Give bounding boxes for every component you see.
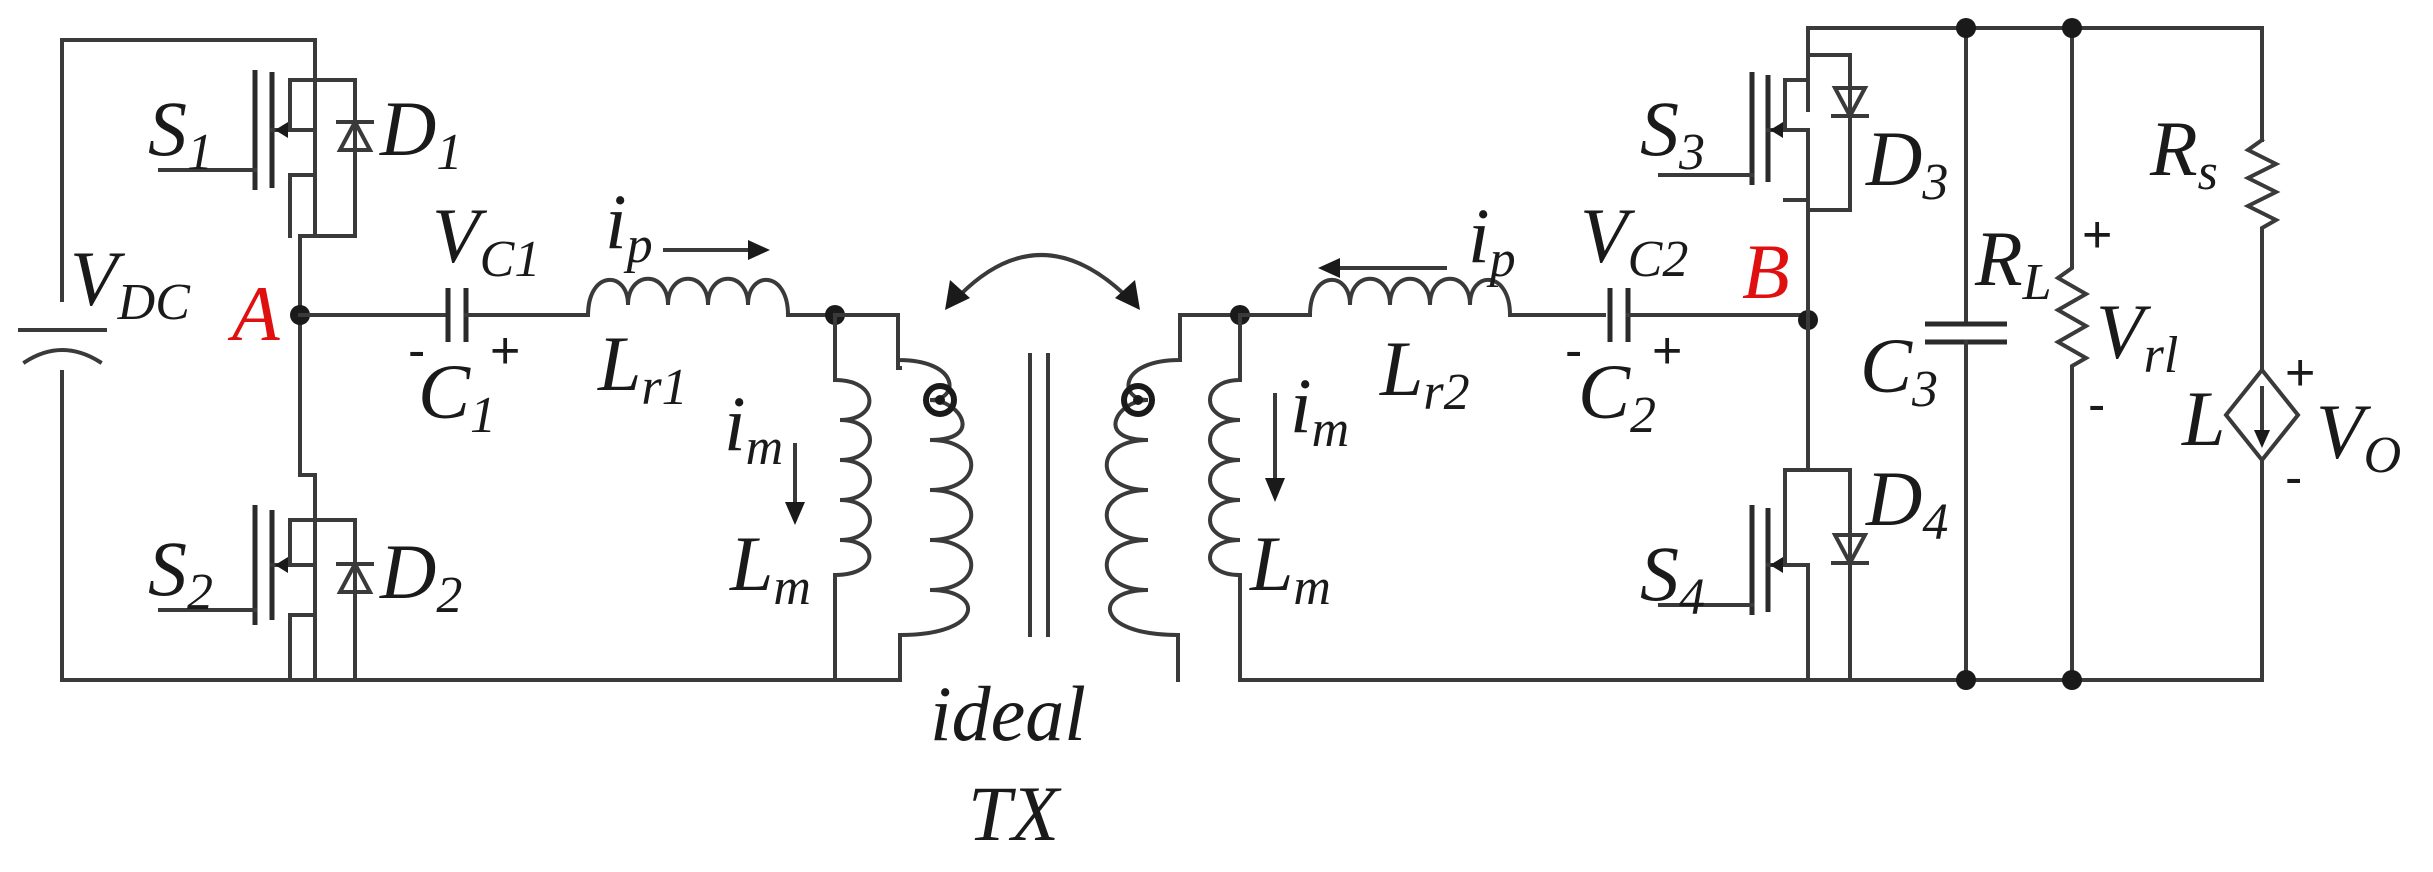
ip-right-label: ip (1468, 192, 1516, 288)
inductor-lr1 (585, 276, 837, 318)
c3-label: C3 (1860, 322, 1938, 418)
resistor-rl (2053, 18, 2091, 690)
capacitor-c3 (1925, 18, 2007, 690)
rl-label: RL (1974, 215, 2052, 311)
node-b-label: B (1742, 228, 1790, 315)
vdc-label: VDC (70, 235, 191, 331)
resistor-rs (2243, 137, 2281, 372)
s3-label: S3 (1640, 85, 1705, 181)
tx-label-tx: TX (968, 770, 1062, 857)
primary-top-wire (833, 313, 902, 370)
diode-d1 (298, 78, 374, 238)
im-right-label: im (1290, 362, 1349, 458)
capacitor-c2: - + (1565, 288, 1810, 380)
lm-left-label: Lm (729, 520, 811, 616)
vrl-minus: - (2088, 376, 2105, 434)
vo-label: VO (2316, 388, 2401, 484)
inductor-lm-right (1208, 313, 1242, 682)
ip-left-arrow (663, 240, 770, 260)
diode-d4 (1806, 468, 1869, 682)
lm-right-label: Lm (1249, 520, 1331, 616)
c1-minus: - (408, 322, 425, 380)
capacitor-c1: - + (408, 322, 520, 380)
c2-minus: - (1565, 322, 1582, 380)
c1-plus: + (490, 322, 520, 380)
inductor-lr2 (1238, 276, 1606, 317)
c2-plus: + (1652, 322, 1682, 380)
vc2-label: VC2 (1580, 192, 1688, 288)
d4-label: D4 (1865, 455, 1948, 551)
right-rails (1238, 26, 2264, 682)
dependent-source-l (2223, 366, 2301, 682)
c1-label: C1 (418, 348, 496, 444)
vc1-label: VC1 (432, 192, 540, 288)
s4-label: S4 (1640, 530, 1705, 626)
d1-label: D1 (379, 85, 462, 181)
node-a-label: A (227, 270, 280, 357)
tx-label-ideal: ideal (930, 670, 1086, 757)
switch-s3 (1658, 26, 1810, 202)
switch-s4 (1658, 468, 1810, 615)
dc-source-symbol (18, 328, 107, 365)
vrl-plus: + (2082, 206, 2112, 264)
im-right-arrow (1265, 393, 1285, 502)
ip-right-arrow (1318, 258, 1447, 278)
lr1-label: Lr1 (597, 320, 688, 416)
l-label: L (2181, 375, 2225, 462)
rs-label: Rs (2149, 105, 2218, 201)
vrl-label: Vrl (2096, 288, 2178, 384)
c2-label: C2 (1578, 348, 1656, 444)
vo-minus: - (2285, 449, 2302, 507)
ip-left-label: ip (605, 178, 653, 274)
im-left-arrow (785, 443, 805, 525)
s2-label: S2 (148, 525, 213, 621)
inductor-lm-left (833, 313, 872, 682)
vo-plus: + (2285, 344, 2315, 402)
lr2-label: Lr2 (1379, 325, 1470, 421)
switch-s1 (158, 38, 317, 238)
switch-s2 (158, 473, 317, 682)
d2-label: D2 (379, 528, 462, 624)
im-left-label: im (724, 380, 783, 476)
d3-label: D3 (1865, 115, 1948, 211)
diode-d3 (1806, 53, 1869, 212)
s1-label: S1 (148, 85, 213, 181)
ideal-transformer (836, 253, 1182, 682)
diode-d2 (313, 518, 374, 682)
primary-series-wire (298, 288, 590, 342)
